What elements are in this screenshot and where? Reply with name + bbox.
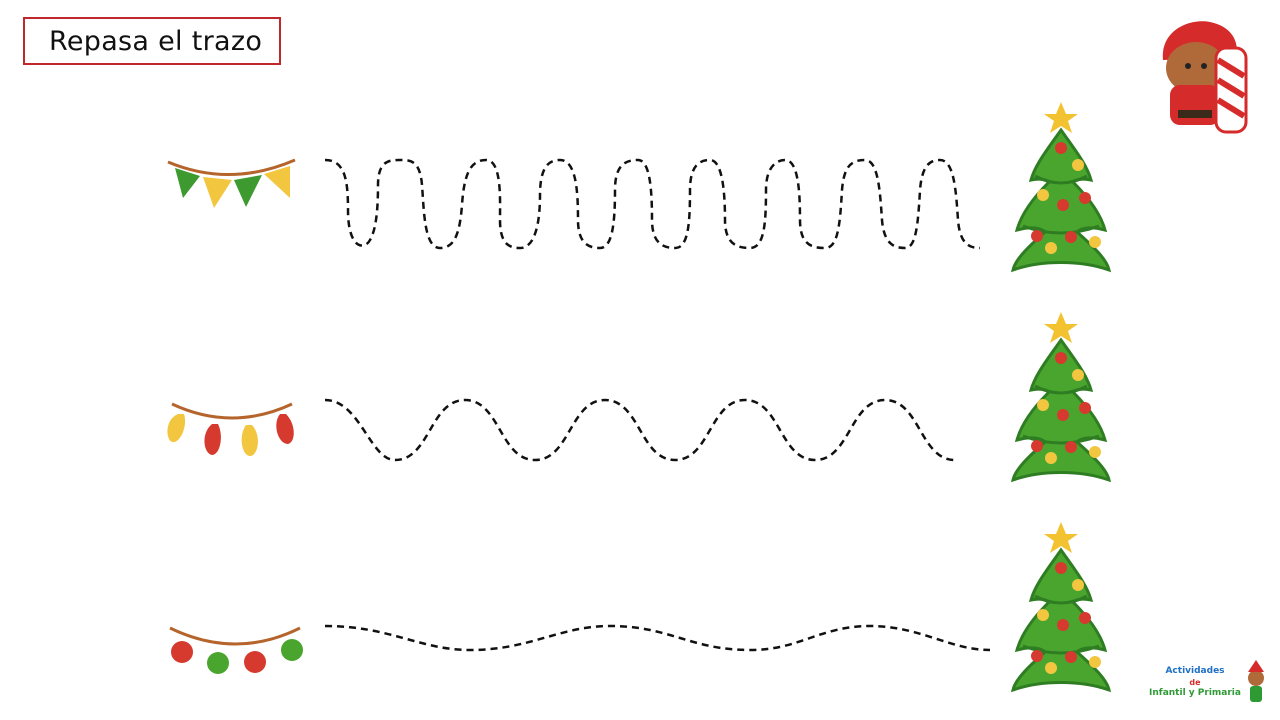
brand-line-2: de — [1189, 678, 1201, 687]
trace-path-gentle[interactable] — [324, 624, 991, 652]
brand-line-1: Actividades — [1165, 666, 1225, 676]
string-lights-icon — [167, 402, 294, 456]
trace-path-waves[interactable] — [324, 398, 956, 462]
worksheet-title: Repasa el trazo — [49, 25, 263, 57]
logo-mascot-icon — [1248, 660, 1264, 702]
christmas-tree-icon — [1011, 100, 1111, 272]
ornament-garland-icon — [169, 626, 303, 674]
christmas-tree-icon — [1011, 310, 1111, 482]
brand-line-3: Infantil y Primaria — [1149, 688, 1241, 698]
brand-logo-text: Actividades de Infantil y Primaria — [1140, 666, 1250, 699]
christmas-tree-icon — [1011, 520, 1111, 692]
title-box: Repasa el trazo — [23, 17, 281, 65]
trace-path-loops[interactable] — [324, 158, 981, 250]
elf-mascot-icon — [1162, 21, 1248, 134]
bunting-flags-icon — [167, 158, 296, 208]
